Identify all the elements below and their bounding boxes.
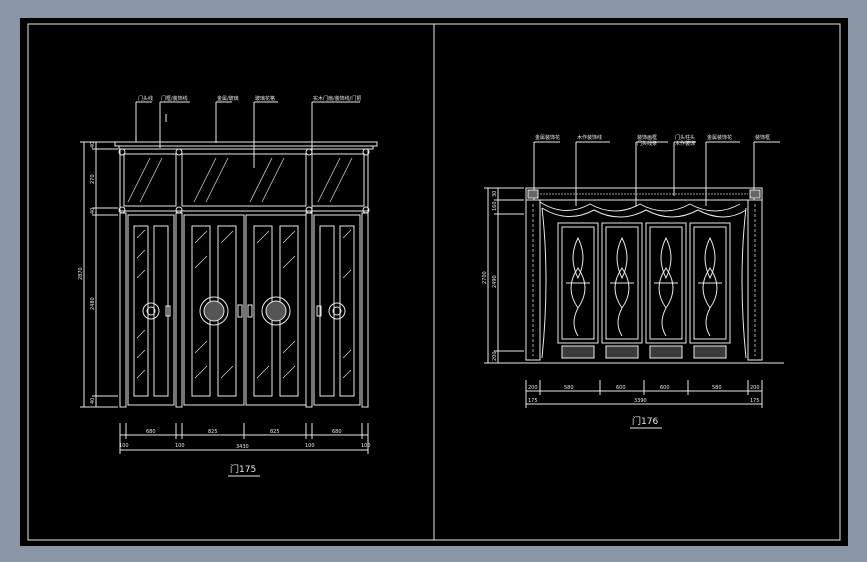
right-vdim-1: 30	[492, 191, 498, 197]
left-annotation-2: 门框/装饰线	[161, 95, 188, 102]
left-vdim-5: 40	[90, 398, 96, 404]
right-vertical-dimensions: 30 160 2490 200 2700	[482, 187, 524, 364]
left-hdim-3: 100	[175, 443, 185, 449]
left-hdim-8: 100	[361, 443, 371, 449]
left-pilasters	[119, 212, 369, 408]
left-annotation-4: 玻璃花格	[255, 95, 275, 102]
left-hdim-5: 825	[270, 429, 280, 435]
right-subdim-1: 175	[528, 398, 538, 404]
right-hdim-6: 200	[750, 385, 760, 391]
cad-drawing-canvas[interactable]: 门头线 门框/装饰线 金属/玻璃 玻璃花格 实木门扇/装饰线/门把	[20, 18, 848, 546]
left-elevation-title: 门175	[230, 463, 256, 475]
right-header-band	[525, 187, 763, 218]
right-horizontal-dimensions: 200 580 600 600 580 200 175 175 3390	[525, 380, 763, 408]
left-hdim-total: 3430	[236, 444, 249, 450]
right-elevation-title: 门176	[632, 415, 658, 427]
left-vdim-4: 2480	[90, 297, 96, 310]
left-door-leaves	[127, 214, 361, 406]
right-subdim-2: 175	[750, 398, 760, 404]
left-vdim-total: 2870	[78, 267, 84, 280]
right-annotation-3: 装饰画框	[637, 134, 657, 141]
left-vdim-2: 270	[90, 174, 96, 184]
right-side-columns	[525, 199, 763, 361]
left-door-elevation[interactable]: 门头线 门框/装饰线 金属/玻璃 玻璃花格 实木门扇/装饰线/门把	[78, 95, 378, 477]
right-hdim-5: 580	[712, 385, 722, 391]
right-annotations: 金属装饰花 木作装饰线 装饰画框 门头线条 门头柱头 木作装饰 金属装饰花 装饰…	[533, 134, 780, 206]
left-vertical-dimensions: 40 270 40 2480 40 2870	[78, 141, 118, 408]
left-transom	[118, 148, 370, 214]
left-hdim-6: 100	[305, 443, 315, 449]
left-horizontal-dimensions: 100 680 100 825 825 100 680 100 3430	[119, 423, 371, 454]
right-annotation-5: 门头柱头	[675, 134, 695, 141]
left-annotation-5: 实木门扇/装饰线/门把	[313, 95, 361, 102]
right-annotation-6: 木作装饰	[675, 140, 695, 147]
right-hdim-1: 200	[528, 385, 538, 391]
right-hdim-3: 600	[616, 385, 626, 391]
right-hdim-total: 3390	[634, 398, 647, 404]
left-hdim-2: 680	[146, 429, 156, 435]
right-door-elevation[interactable]: 金属装饰花 木作装饰线 装饰画框 门头线条 门头柱头 木作装饰 金属装饰花 装饰…	[482, 134, 784, 429]
right-annotation-2: 木作装饰线	[577, 134, 602, 141]
left-vdim-1: 40	[90, 142, 96, 148]
right-annotation-8: 装饰框	[755, 134, 770, 141]
left-annotation-1: 门头线	[138, 95, 153, 102]
right-annotation-1: 金属装饰花	[535, 134, 560, 141]
left-annotation-3: 金属/玻璃	[217, 95, 239, 102]
drawing-sheet: 门头线 门框/装饰线 金属/玻璃 玻璃花格 实木门扇/装饰线/门把	[27, 23, 841, 541]
right-hdim-4: 600	[660, 385, 670, 391]
right-annotation-4: 门头线条	[637, 140, 657, 147]
right-annotation-7: 金属装饰花	[707, 134, 732, 141]
right-vdim-4: 200	[492, 351, 498, 361]
left-vdim-3: 40	[90, 208, 96, 214]
left-hdim-7: 680	[332, 429, 342, 435]
left-hdim-4: 825	[208, 429, 218, 435]
right-vdim-2: 160	[492, 201, 498, 211]
right-glass-panels	[557, 222, 731, 359]
left-hdim-1: 100	[119, 443, 129, 449]
right-vdim-3: 2490	[492, 275, 498, 288]
right-hdim-2: 580	[564, 385, 574, 391]
right-vdim-total: 2700	[482, 271, 488, 284]
left-cornice	[114, 141, 378, 150]
